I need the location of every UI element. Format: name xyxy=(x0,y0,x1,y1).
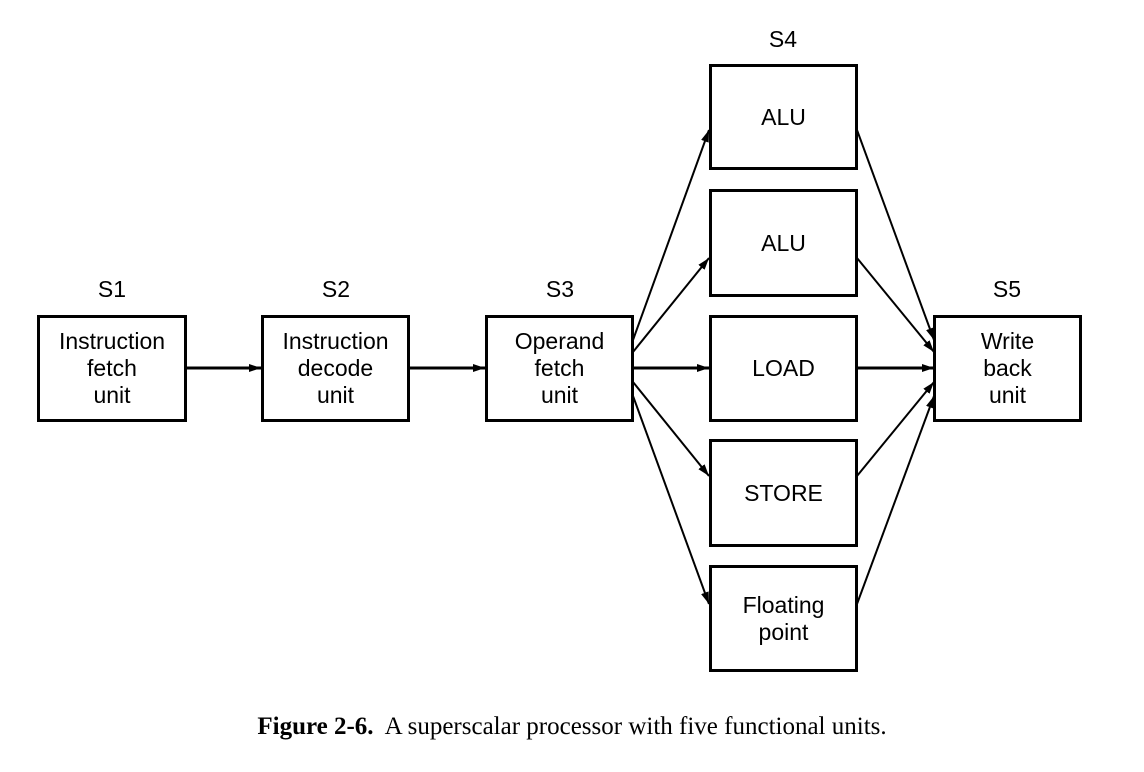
arrow-alu-2-to-write-back xyxy=(856,257,935,353)
arrow-operand-to-alu-1 xyxy=(632,129,710,341)
stage-label-s4: S4 xyxy=(768,26,798,52)
write-back-unit-label: Write back unit xyxy=(980,328,1035,408)
operand-fetch-unit-box: Operand fetch unit xyxy=(485,315,634,422)
instruction-fetch-unit-box: Instruction fetch unit xyxy=(37,315,187,422)
alu-unit-2-label: ALU xyxy=(761,229,806,256)
instruction-decode-unit-label: Instruction decode unit xyxy=(282,328,389,408)
write-back-unit-box: Write back unit xyxy=(933,315,1082,422)
alu-unit-1-box: ALU xyxy=(709,64,858,170)
floating-point-unit-label: Floating point xyxy=(742,591,825,645)
arrow-alu-1-to-write-back xyxy=(856,129,935,341)
floating-point-unit-box: Floating point xyxy=(709,565,858,672)
store-unit-label: STORE xyxy=(744,479,823,506)
instruction-fetch-unit-label: Instruction fetch unit xyxy=(58,328,166,408)
superscalar-pipeline-diagram: S1 S2 S3 S4 S5 Instruction fetch unit In… xyxy=(37,26,1082,672)
store-unit-box: STORE xyxy=(709,439,858,547)
figure-caption: Figure 2-6. A superscalar processor with… xyxy=(0,712,1144,742)
arrow-operand-to-alu-2 xyxy=(632,257,710,353)
load-unit-box: LOAD xyxy=(709,315,858,422)
arrow-operand-to-store xyxy=(632,381,710,477)
alu-unit-2-box: ALU xyxy=(709,189,858,297)
figure-caption-text: A superscalar processor with five functi… xyxy=(384,713,887,740)
stage-label-s5: S5 xyxy=(992,276,1022,302)
figure-caption-label: Figure 2-6. xyxy=(257,713,374,740)
instruction-decode-unit-box: Instruction decode unit xyxy=(261,315,410,422)
stage-label-s3: S3 xyxy=(545,276,575,302)
arrow-operand-to-floating-point xyxy=(632,395,710,605)
load-unit-label: LOAD xyxy=(752,355,815,381)
arrow-floating-point-to-write-back xyxy=(856,395,935,605)
arrow-store-to-write-back xyxy=(856,381,935,477)
operand-fetch-unit-label: Operand fetch unit xyxy=(514,328,605,408)
stage-label-s2: S2 xyxy=(321,276,351,302)
stage-label-s1: S1 xyxy=(97,276,127,302)
connector-layer xyxy=(186,129,935,605)
alu-unit-1-label: ALU xyxy=(761,103,806,130)
